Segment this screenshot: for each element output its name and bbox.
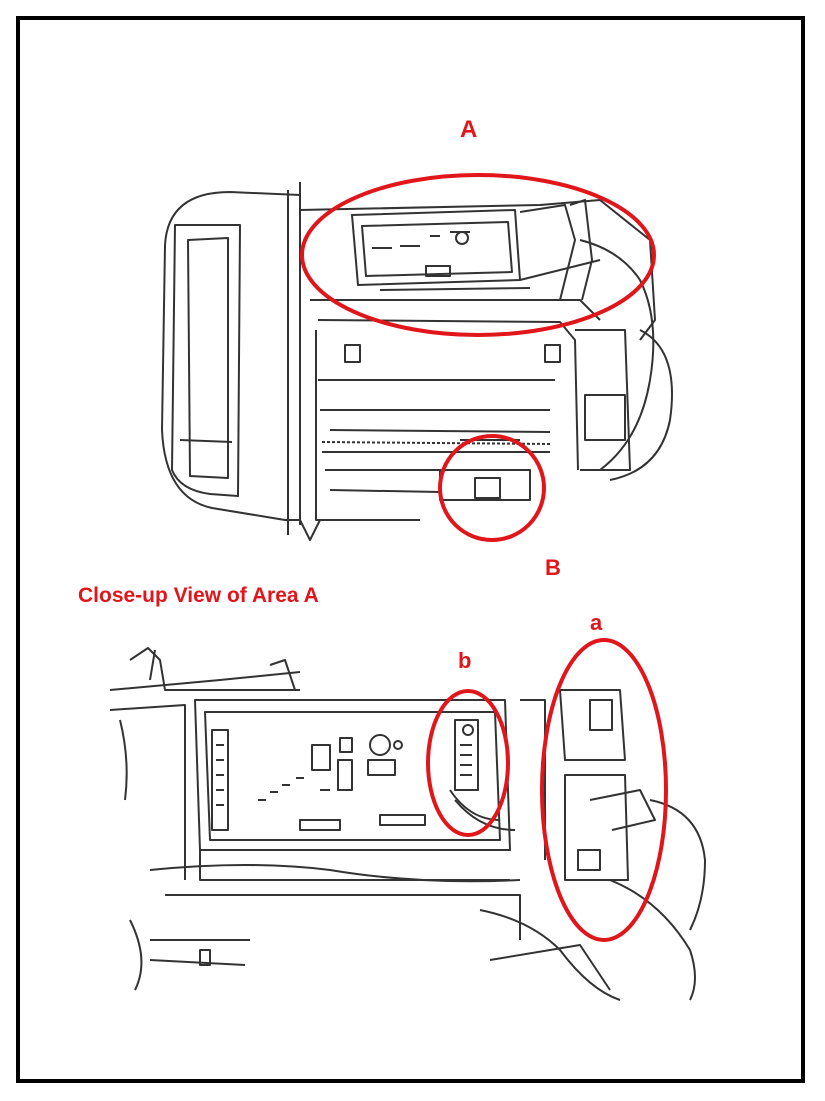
- connector-b-label: b: [458, 648, 472, 673]
- closeup-drawing: [109, 647, 706, 1001]
- connector-a-label: a: [590, 610, 603, 635]
- callout-ellipse-connector-b: [426, 689, 510, 837]
- callouts: [300, 173, 668, 942]
- assembly-overview-drawing: [161, 182, 673, 541]
- figure-frame: [16, 16, 805, 1083]
- callout-ellipse-connector-a: [540, 638, 668, 942]
- area-a-label: A: [460, 116, 478, 143]
- area-b-label: B: [545, 555, 561, 580]
- closeup-caption: Close-up View of Area A: [78, 584, 319, 607]
- callout-ellipse-area-b: [438, 434, 546, 542]
- callout-ellipse-area-a: [300, 173, 656, 337]
